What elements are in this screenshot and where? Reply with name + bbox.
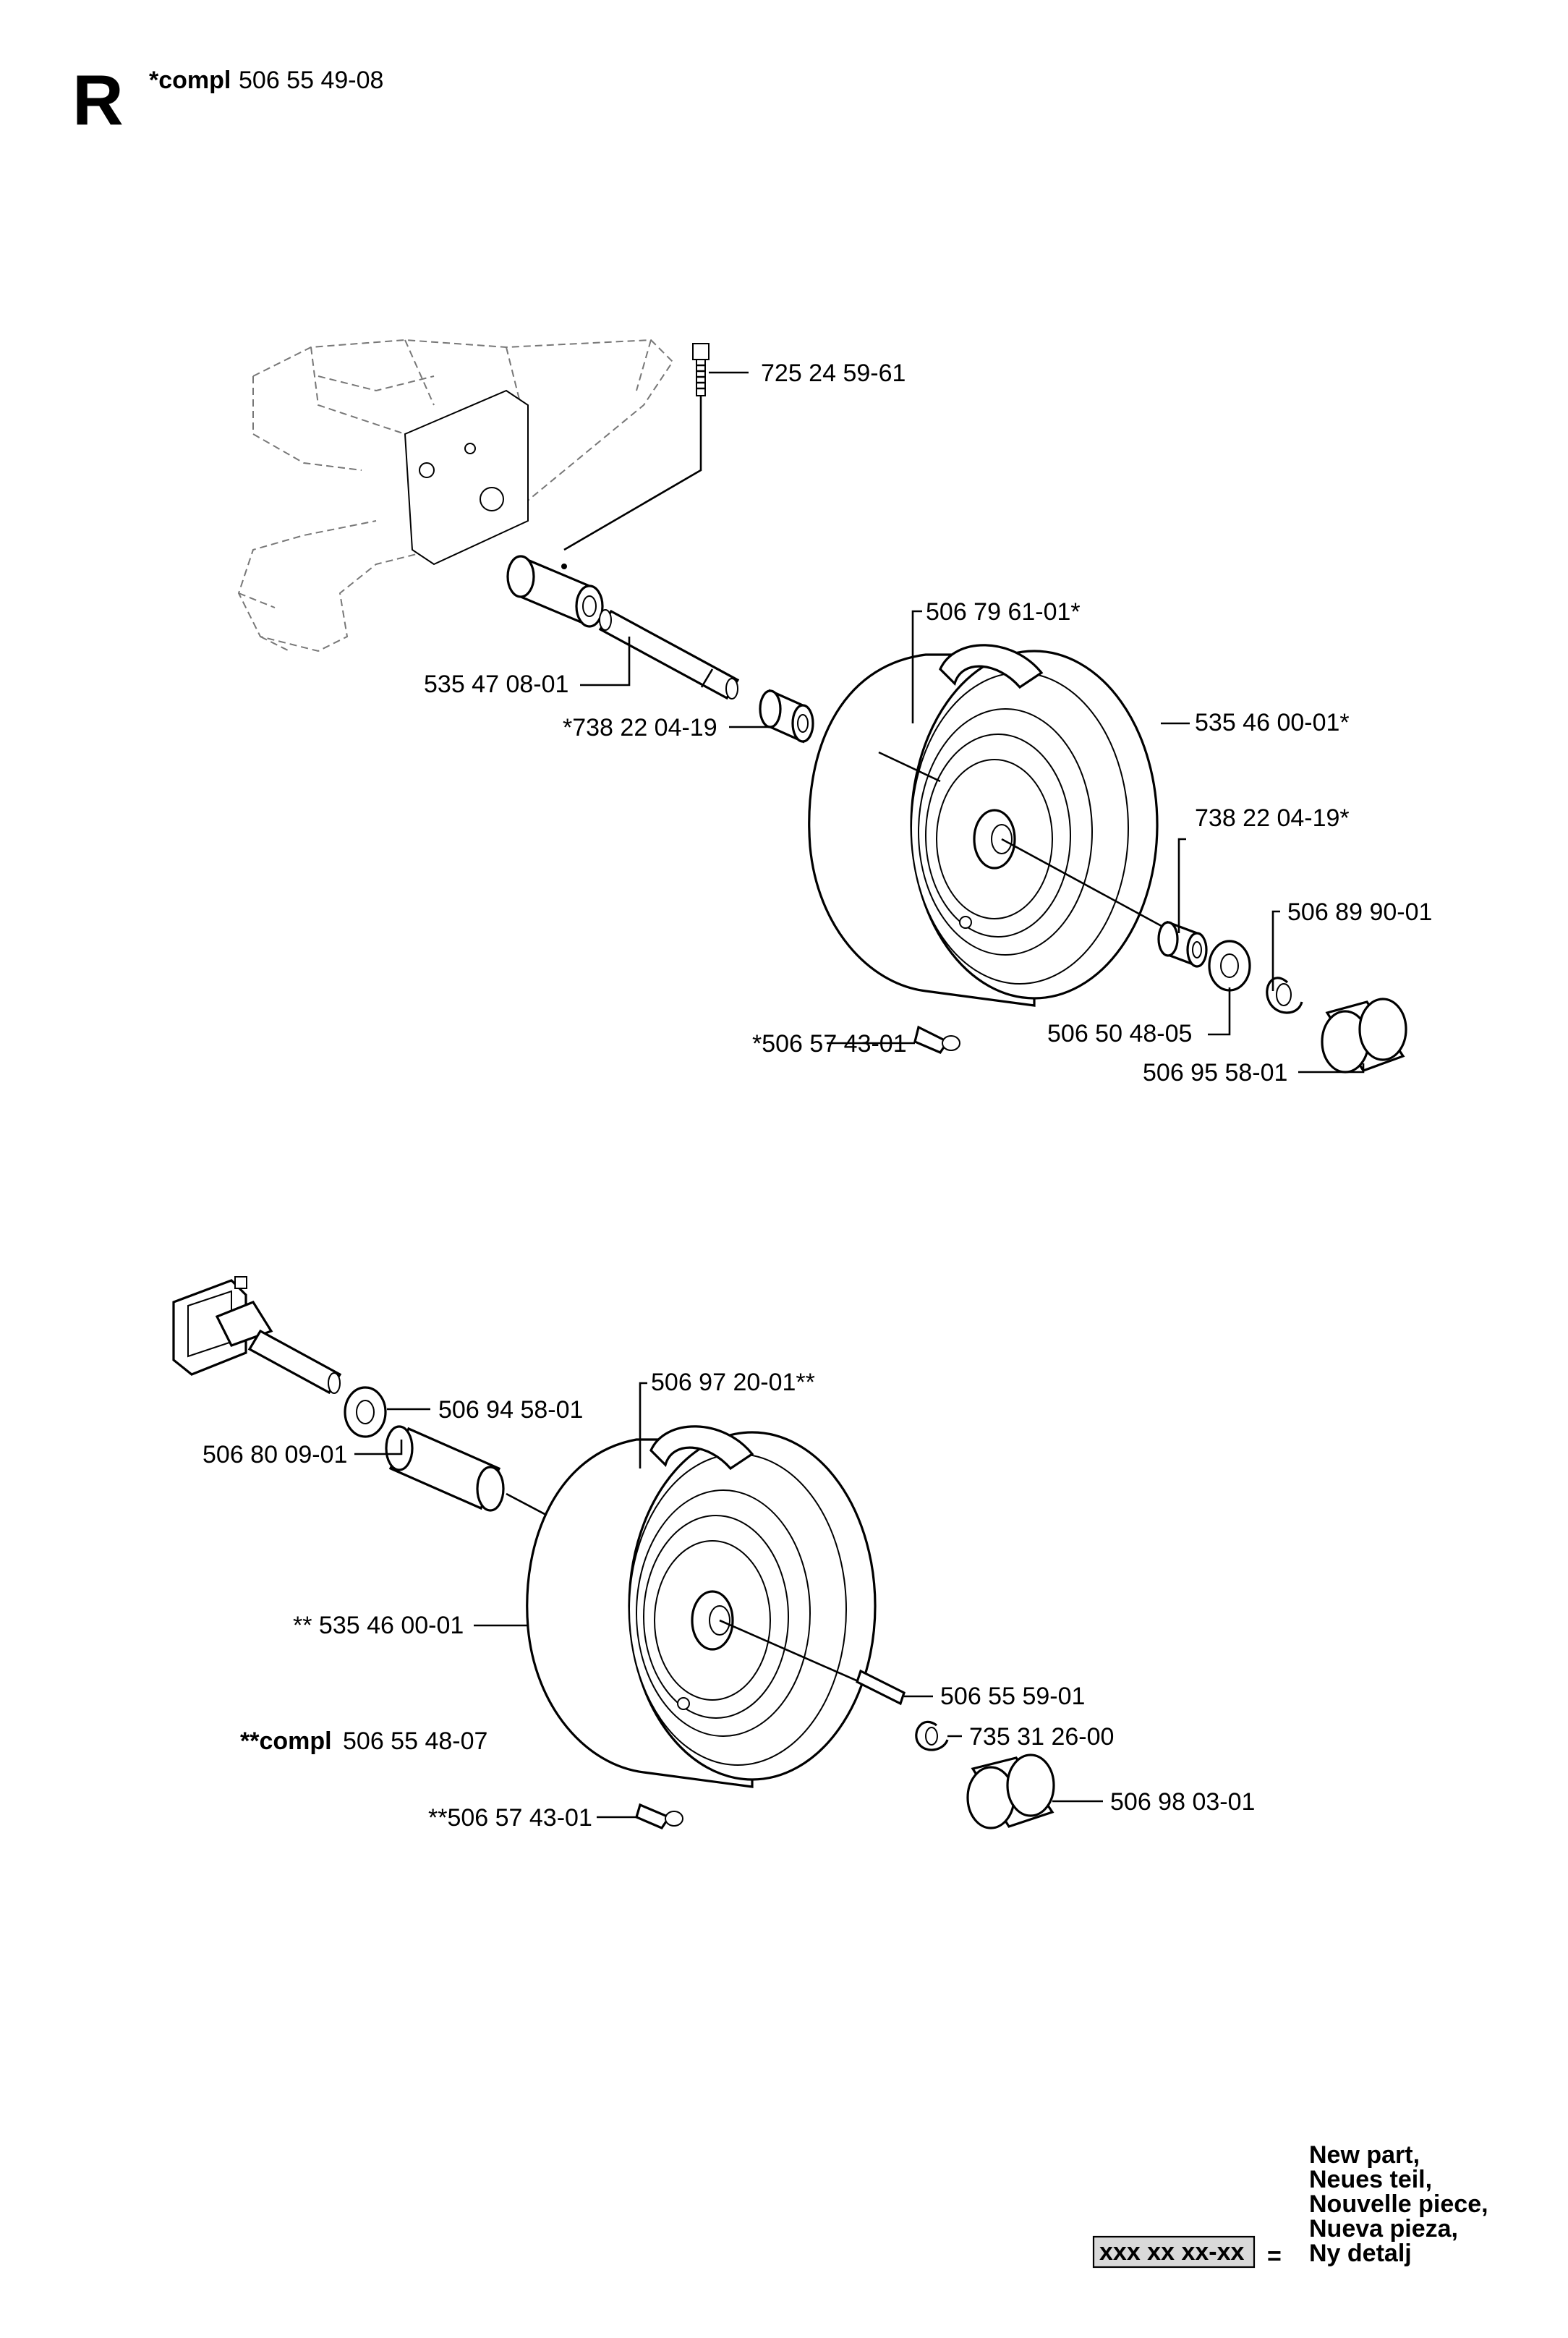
- lower-wheel: [526, 1425, 877, 1788]
- lower-axis-line-outer: [719, 1619, 869, 1687]
- legend-line-4: Nueva pieza,: [1309, 2215, 1458, 2243]
- lower-compl-prefix: **compl: [240, 1727, 332, 1755]
- lower-compl-number: 506 55 48-07: [343, 1727, 487, 1755]
- washer-icon: [344, 1386, 387, 1438]
- legend-line-3: Nouvelle piece,: [1309, 2190, 1488, 2218]
- legend-line-1: New part,: [1309, 2141, 1420, 2169]
- callout-axle: 535 47 08-01: [424, 671, 568, 698]
- plate-hole-icon: [464, 443, 476, 454]
- spacer-tube-icon: [385, 1425, 505, 1512]
- plate-hole-icon: [480, 487, 504, 511]
- rim-handle-icon: [649, 1425, 754, 1471]
- valve-icon: [913, 1025, 960, 1054]
- section-letter: R: [72, 60, 124, 140]
- legend-line-2: Neues teil,: [1309, 2166, 1432, 2193]
- bolt-icon: [692, 343, 710, 396]
- key-icon: [856, 1669, 906, 1706]
- hubcap-icon: [966, 1754, 1055, 1829]
- axle-pin-icon: [598, 609, 740, 700]
- legend-new-part-box: [1092, 2235, 1256, 2269]
- legend-line-5: Ny detalj: [1309, 2240, 1412, 2267]
- circlip-icon: [1266, 977, 1303, 1014]
- hubcap-icon: [1321, 998, 1407, 1074]
- bracket-icon: [172, 1276, 342, 1395]
- compl-prefix: *compl: [149, 67, 231, 94]
- bearing-icon: [1157, 920, 1208, 968]
- callout-tire: 535 46 00-01*: [1195, 709, 1350, 736]
- callout-bearing-inner: *738 22 04-19: [563, 714, 717, 741]
- upper-axis-line: [1001, 838, 1169, 931]
- plate-hole-icon: [419, 462, 435, 478]
- legend: New part, Neues teil, Nouvelle piece, Nu…: [1092, 2141, 1488, 2270]
- callout-hubcap: 506 95 58-01: [1143, 1059, 1287, 1087]
- compl-number: 506 55 49-08: [239, 67, 383, 94]
- callout-hubcap: 506 98 03-01: [1110, 1788, 1255, 1816]
- bearing-icon: [759, 689, 814, 744]
- bolt-leader: [563, 396, 702, 551]
- callout-bearing-outer: 738 22 04-19*: [1195, 804, 1350, 832]
- callout-circlip: 735 31 26-00: [969, 1723, 1114, 1751]
- mount-plate: [404, 389, 529, 566]
- washer-icon: [1208, 940, 1251, 992]
- callout-bolt: 725 24 59-61: [761, 360, 906, 387]
- lower-leaders: [354, 1382, 1103, 1819]
- rim-handle-icon: [939, 644, 1044, 689]
- callout-spacer: 506 80 09-01: [203, 1441, 347, 1468]
- callout-rim: 506 79 61-01*: [926, 598, 1081, 626]
- upper-wheel: [808, 644, 1159, 1007]
- callout-tire: ** 535 46 00-01: [293, 1612, 464, 1639]
- callout-rim: 506 97 20-01**: [651, 1369, 815, 1396]
- callout-key: 506 55 59-01: [940, 1683, 1085, 1710]
- callout-valve: **506 57 43-01: [428, 1804, 592, 1832]
- callout-valve: *506 57 43-01: [752, 1030, 907, 1058]
- valve-icon: [635, 1803, 683, 1829]
- callout-washer: 506 50 48-05: [1047, 1020, 1192, 1047]
- circlip-icon: [915, 1720, 949, 1751]
- upper-leaders: [580, 371, 1365, 1074]
- legend-box-text: xxx xx xx-xx: [1099, 2238, 1244, 2266]
- callout-circlip: 506 89 90-01: [1287, 898, 1432, 926]
- legend-equals: =: [1267, 2243, 1282, 2270]
- pivot-sleeve-icon: [506, 555, 604, 628]
- callout-washer: 506 94 58-01: [438, 1396, 583, 1424]
